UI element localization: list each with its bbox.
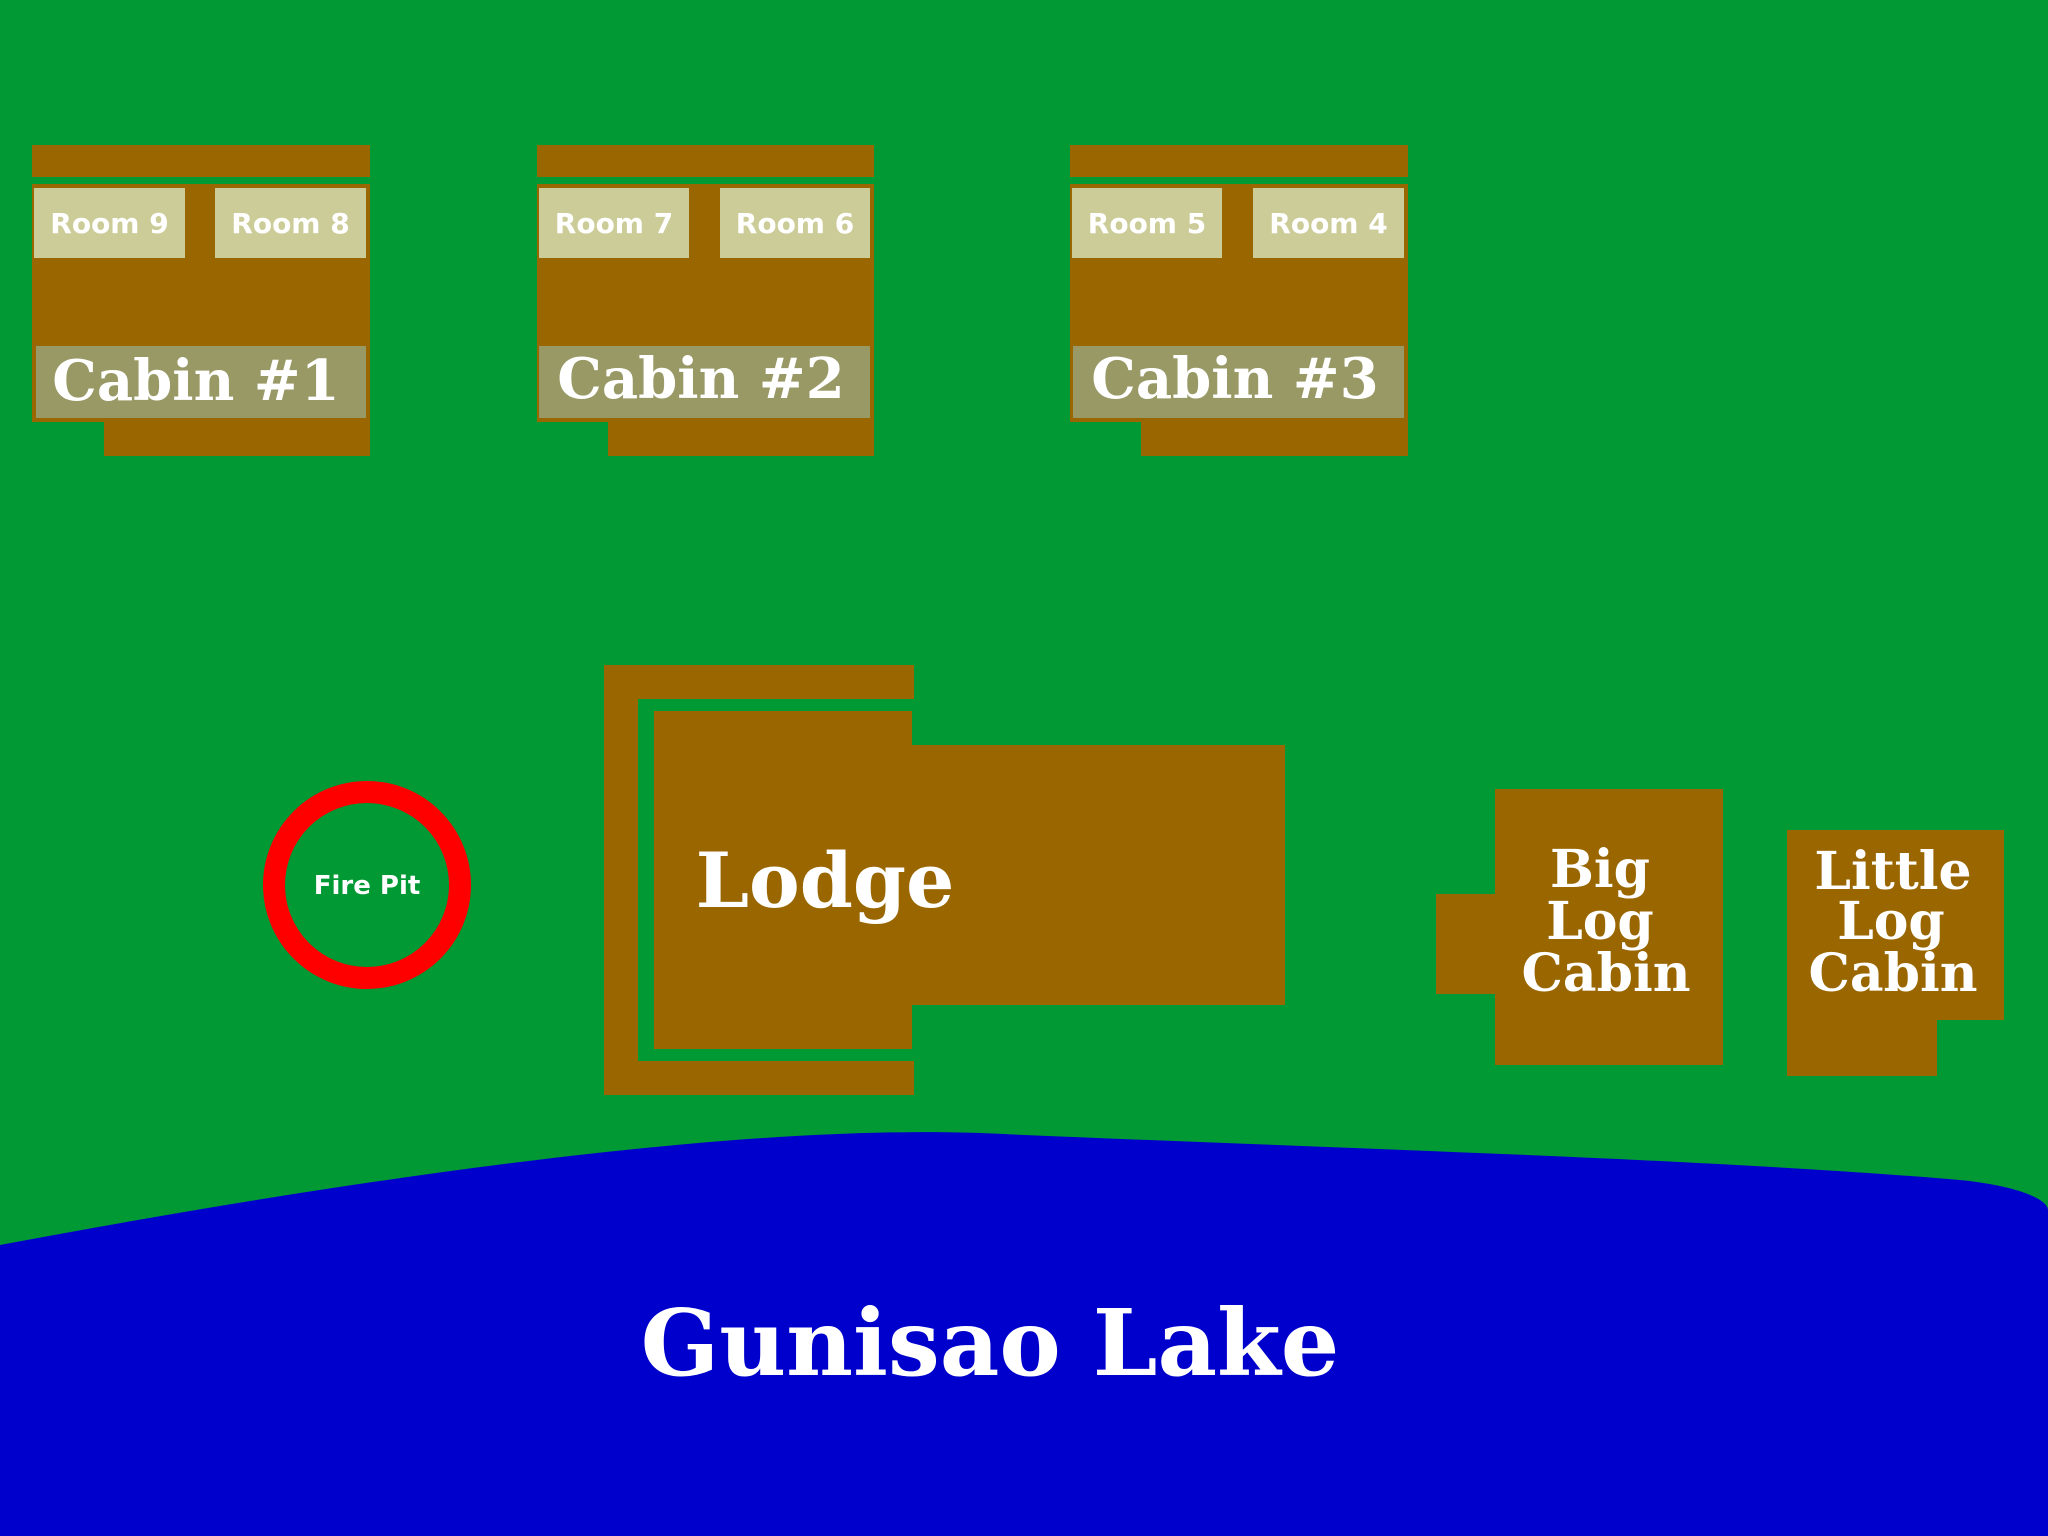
big-log-cabin-body <box>1495 789 1723 1065</box>
room-5[interactable]: Room 5 <box>1072 188 1222 258</box>
cabin-deck <box>104 422 370 456</box>
little-log-cabin-line-2: Log <box>1837 891 1945 952</box>
cabin-label: Cabin #3 <box>1091 346 1378 412</box>
cabin-1[interactable]: Room 9 Room 8 Cabin #1 <box>32 145 370 456</box>
gunisao-lake: Gunisao Lake <box>0 1132 2048 1536</box>
fire-pit-label: Fire Pit <box>314 871 421 901</box>
fire-pit-ring <box>263 781 471 989</box>
cabin-roof <box>537 145 874 177</box>
lake-water <box>0 1132 2048 1536</box>
lodge-porch-top <box>604 665 914 699</box>
lake-label: Gunisao Lake <box>641 1289 1340 1397</box>
little-log-cabin-porch <box>1787 1020 1937 1076</box>
little-log-cabin-body <box>1787 830 2004 1020</box>
cabin-roof <box>32 145 370 177</box>
cabin-label-plate <box>36 346 366 418</box>
big-log-cabin-line-1: Big <box>1550 839 1650 900</box>
room-6[interactable]: Room 6 <box>720 188 870 258</box>
cabin-label-plate <box>539 346 870 418</box>
fire-pit[interactable]: Fire Pit <box>263 781 471 989</box>
room-9[interactable]: Room 9 <box>34 188 185 258</box>
cabin-label-plate <box>1073 346 1404 418</box>
lodge-wing <box>908 745 1285 1005</box>
room-label: Room 6 <box>736 207 854 240</box>
lodge-porch-side <box>604 665 638 1095</box>
little-log-cabin[interactable]: Little Log Cabin <box>1787 830 2004 1076</box>
lodge-porch-bottom <box>604 1061 914 1095</box>
big-log-cabin-porch <box>1436 894 1498 994</box>
cabin-label: Cabin #2 <box>557 346 844 412</box>
room-label: Room 9 <box>50 207 168 240</box>
room-label: Room 8 <box>231 207 349 240</box>
room-label: Room 4 <box>1269 207 1387 240</box>
room-4[interactable]: Room 4 <box>1253 188 1404 258</box>
big-log-cabin[interactable]: Big Log Cabin <box>1436 789 1723 1065</box>
little-log-cabin-line-1: Little <box>1814 841 1971 902</box>
cabin-roof <box>1070 145 1408 177</box>
cabin-2[interactable]: Room 7 Room 6 Cabin #2 <box>537 145 874 456</box>
lodge[interactable]: Lodge <box>604 665 1285 1095</box>
room-8[interactable]: Room 8 <box>215 188 366 258</box>
cabin-label: Cabin #1 <box>52 348 339 414</box>
lodge-label: Lodge <box>696 836 955 925</box>
little-log-cabin-line-3: Cabin <box>1809 943 1978 1004</box>
big-log-cabin-line-3: Cabin <box>1522 943 1691 1004</box>
room-7[interactable]: Room 7 <box>539 188 689 258</box>
room-label: Room 7 <box>555 207 673 240</box>
cabin-deck <box>1141 422 1408 456</box>
big-log-cabin-line-2: Log <box>1546 891 1654 952</box>
cabin-deck <box>608 422 874 456</box>
lodge-main-hall <box>654 711 912 1049</box>
room-label: Room 5 <box>1088 207 1206 240</box>
cabin-3[interactable]: Room 5 Room 4 Cabin #3 <box>1070 145 1408 456</box>
